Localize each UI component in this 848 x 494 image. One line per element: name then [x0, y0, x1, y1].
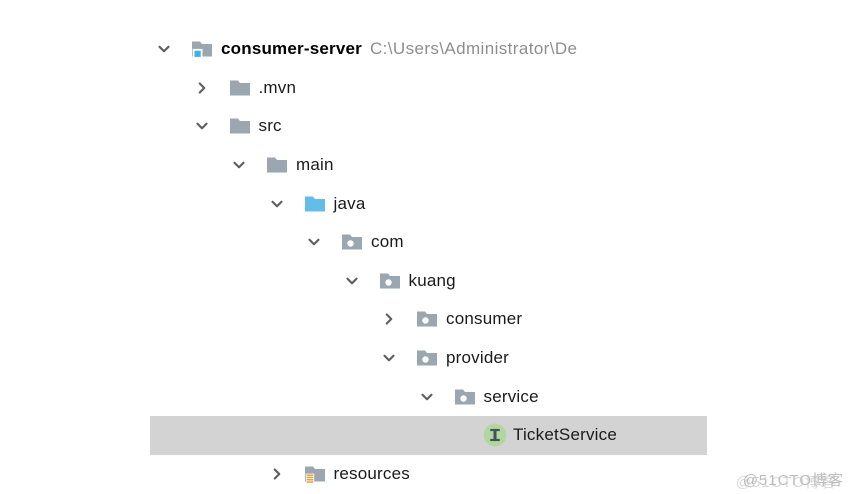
tree-row-src[interactable]: src — [0, 107, 848, 146]
tree-row-service[interactable]: service — [0, 377, 848, 416]
node-label: provider — [446, 348, 510, 368]
package-folder-icon — [453, 385, 484, 409]
chevron-down-icon[interactable] — [193, 117, 228, 135]
node-label: consumer — [446, 309, 523, 329]
package-folder-icon — [340, 230, 371, 254]
node-label: com — [371, 232, 404, 252]
tree-row-ticketservice[interactable]: TicketService — [0, 415, 848, 455]
source-folder-icon — [303, 192, 334, 216]
chevron-right-icon[interactable] — [380, 310, 415, 328]
project-path: C:\Users\Administrator\De — [369, 39, 578, 59]
chevron-right-icon[interactable] — [268, 465, 303, 483]
watermark: @51CTO博客 — [742, 472, 844, 489]
node-label: resources — [333, 463, 410, 483]
tree-row-provider[interactable]: provider — [0, 339, 848, 378]
chevron-right-icon[interactable] — [193, 79, 228, 97]
tree-row-com[interactable]: com — [0, 223, 848, 262]
chevron-down-icon[interactable] — [230, 156, 265, 174]
project-folder-icon — [190, 37, 221, 61]
chevron-down-icon[interactable] — [268, 195, 303, 213]
node-label: main — [296, 155, 334, 175]
node-label: service — [483, 386, 539, 406]
interface-icon — [482, 422, 513, 448]
chevron-down-icon[interactable] — [418, 388, 453, 406]
tree-row-consumer-server[interactable]: consumer-server C:\Users\Administrator\D… — [0, 30, 848, 69]
node-label: src — [258, 116, 282, 136]
folder-icon — [228, 114, 259, 138]
tree-row-main[interactable]: main — [0, 146, 848, 185]
node-label: consumer-server — [221, 39, 362, 59]
tree-row--mvn[interactable]: .mvn — [0, 69, 848, 108]
chevron-down-icon[interactable] — [343, 272, 378, 290]
node-label: java — [333, 193, 366, 213]
node-label: .mvn — [258, 77, 297, 97]
project-tree: consumer-server C:\Users\Administrator\D… — [0, 30, 848, 493]
tree-row-consumer[interactable]: consumer — [0, 300, 848, 339]
package-folder-icon — [415, 346, 446, 370]
folder-icon — [265, 153, 296, 177]
chevron-down-icon[interactable] — [380, 349, 415, 367]
package-folder-icon — [415, 307, 446, 331]
chevron-down-icon[interactable] — [305, 233, 340, 251]
node-label: TicketService — [513, 425, 617, 445]
folder-icon — [228, 76, 259, 100]
tree-row-kuang[interactable]: kuang — [0, 262, 848, 301]
tree-row-resources[interactable]: resources — [0, 455, 848, 494]
package-folder-icon — [378, 269, 409, 293]
node-label: kuang — [408, 270, 456, 290]
resources-folder-icon — [303, 462, 334, 486]
tree-row-java[interactable]: java — [0, 184, 848, 223]
chevron-down-icon[interactable] — [155, 40, 190, 58]
